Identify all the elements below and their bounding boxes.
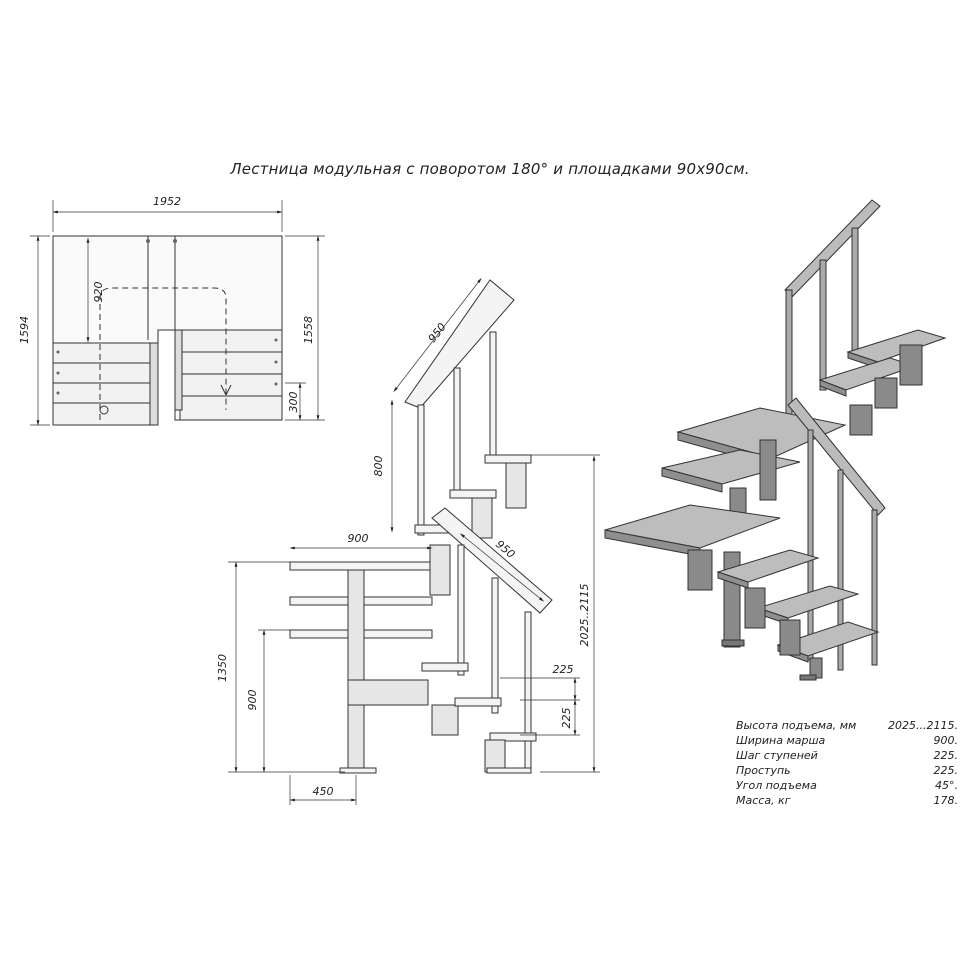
- spec-label: Масса, кг: [736, 794, 791, 807]
- isometric-view: [604, 199, 947, 681]
- plan-width-dim: 1952: [153, 195, 181, 208]
- plan-step-dim: 300: [287, 392, 300, 413]
- spec-label: Проступь: [736, 764, 791, 777]
- landing-height-dim: 1350: [216, 654, 229, 682]
- spec-row: Ширина марша 900.: [736, 733, 958, 748]
- plan-height-dim: 1594: [18, 316, 31, 344]
- side-dimensions: [228, 277, 600, 805]
- upper-rail-dim: 950: [426, 321, 449, 346]
- first-height-dim: 900: [246, 690, 259, 711]
- drawing-title: Лестница модульная с поворотом 180° и пл…: [230, 160, 750, 178]
- step-going-dim: 225: [560, 708, 573, 729]
- spec-label: Высота подъема, мм: [736, 719, 857, 732]
- spec-value: 178.: [933, 794, 959, 807]
- spec-row: Шаг ступеней 225.: [736, 748, 958, 763]
- spec-label: Угол подъема: [736, 779, 817, 792]
- total-height-dim: 2025..2115: [578, 584, 591, 647]
- offset-dim: 450: [313, 785, 334, 798]
- side-view: [289, 279, 553, 774]
- plan-view: [30, 200, 325, 426]
- spec-value: 45°.: [935, 779, 958, 792]
- plan-right-dim: 1558: [302, 316, 315, 344]
- spec-row: Проступь 225.: [736, 763, 958, 778]
- post-height-dim: 800: [372, 456, 385, 477]
- spec-value: 2025...2115.: [888, 719, 958, 732]
- spec-label: Шаг ступеней: [736, 749, 818, 762]
- spec-value: 225.: [933, 749, 959, 762]
- spec-row: Масса, кг 178.: [736, 793, 958, 808]
- spec-label: Ширина марша: [736, 734, 826, 747]
- spec-row: Высота подъема, мм 2025...2115.: [736, 718, 958, 733]
- spec-row: Угол подъема 45°.: [736, 778, 958, 793]
- spec-table: Высота подъема, мм 2025...2115. Ширина ма…: [736, 718, 958, 808]
- spec-value: 900.: [933, 734, 959, 747]
- step-rise-dim: 225: [553, 663, 574, 676]
- landing-width-dim: 900: [348, 532, 369, 545]
- plan-inner-dim: 920: [92, 282, 105, 303]
- spec-value: 225.: [933, 764, 959, 777]
